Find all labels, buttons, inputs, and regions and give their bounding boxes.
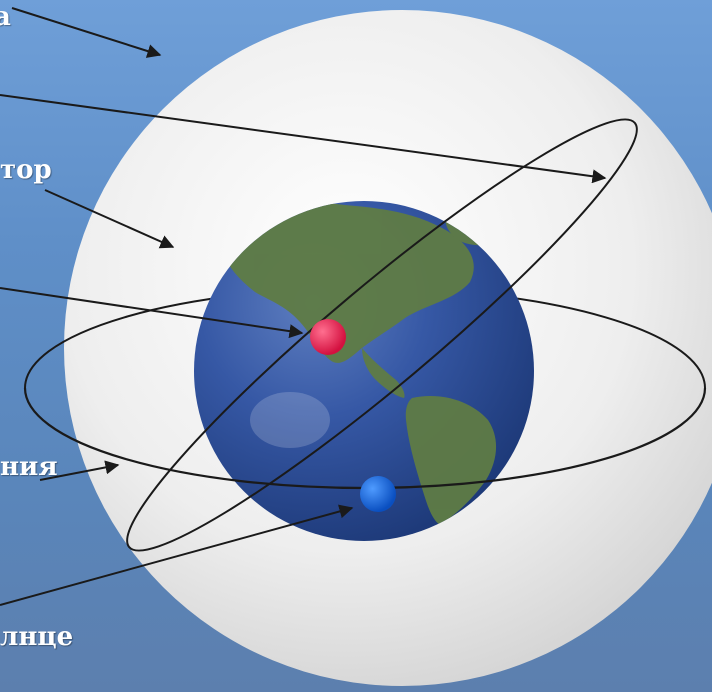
label-sun: лнце bbox=[0, 624, 73, 650]
red-point-marker bbox=[310, 319, 346, 355]
label-sphere: а bbox=[0, 4, 11, 30]
blue-sun-marker bbox=[360, 476, 396, 512]
label-equator: тор bbox=[0, 157, 52, 183]
pointer-arrow-sphere bbox=[12, 8, 160, 55]
label-ecliptic: ния bbox=[0, 454, 58, 480]
